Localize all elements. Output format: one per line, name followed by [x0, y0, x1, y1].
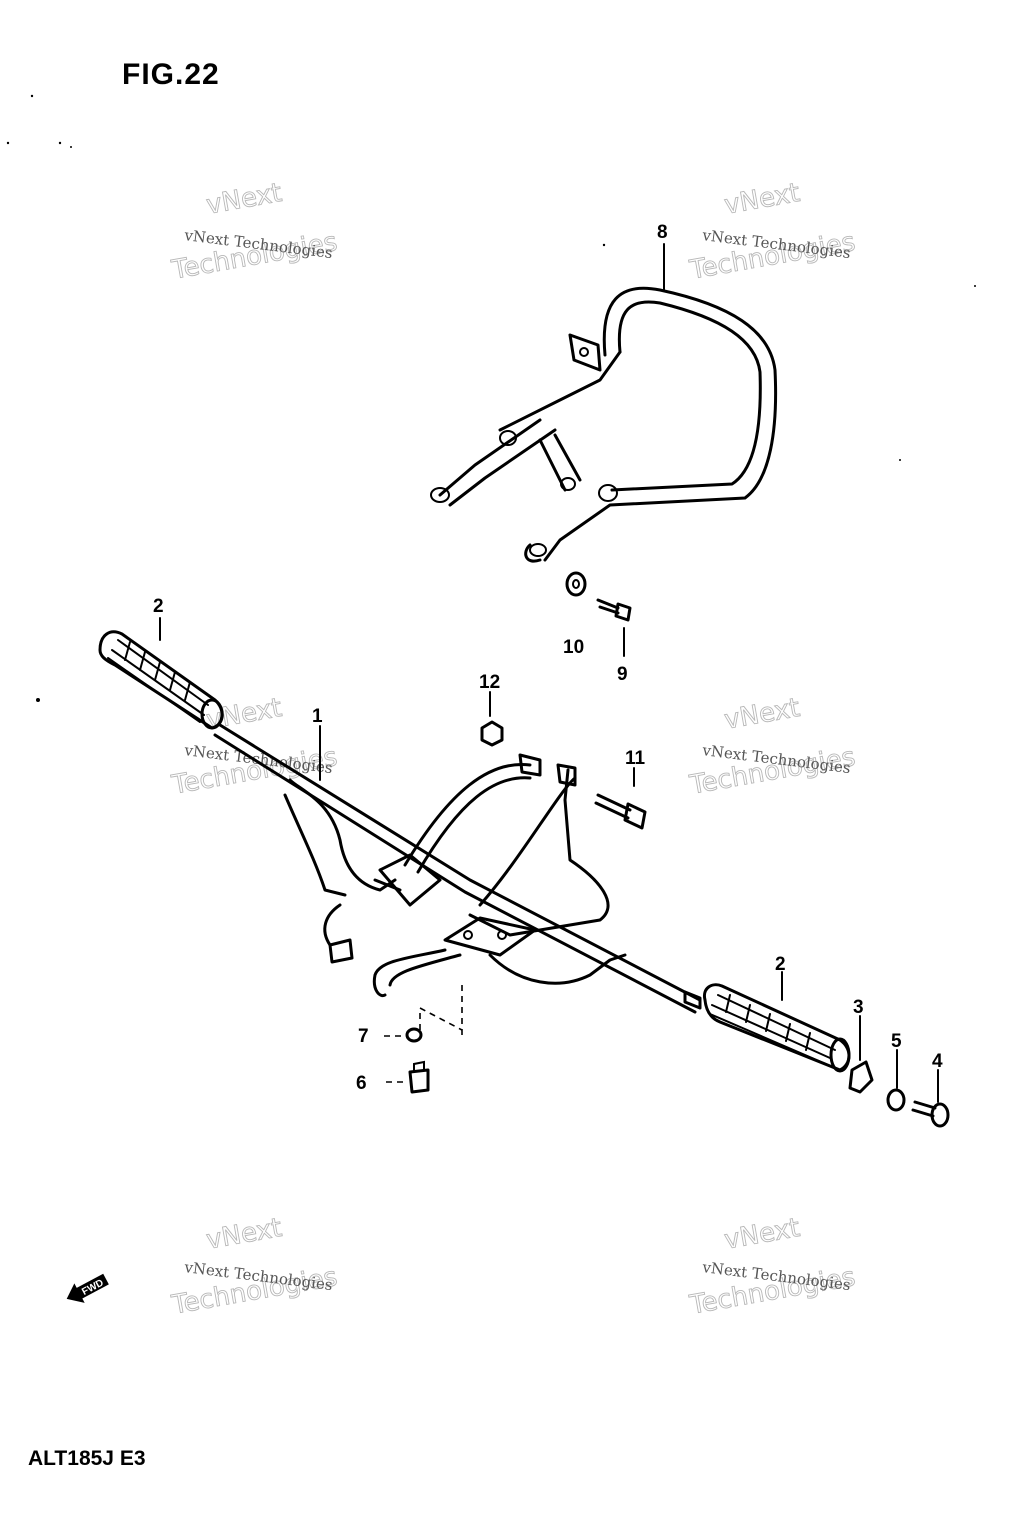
watermark-big-1: vNext	[722, 178, 802, 221]
scan-speckles	[6, 94, 976, 702]
callout-11: 11	[625, 748, 646, 769]
part-5-washer	[886, 1088, 906, 1112]
fwd-arrow-icon: FWD	[66, 1273, 109, 1303]
part-2-left-footpeg	[98, 630, 224, 730]
callout-3: 3	[853, 997, 864, 1018]
callout-7: 7	[358, 1026, 369, 1047]
model-code: ALT185J E3	[28, 1447, 146, 1470]
part-9-bolt	[596, 598, 632, 622]
part-7-washer	[405, 1027, 423, 1043]
leader-lines	[159, 243, 939, 1103]
watermark-big-1: vNext	[722, 693, 802, 736]
part-10-washer	[565, 571, 587, 597]
part-2-right-footpeg	[683, 983, 851, 1073]
callout-4: 4	[932, 1051, 943, 1072]
part-8-rear-bracket	[430, 286, 778, 563]
figure-title: FIG.22	[122, 58, 220, 91]
watermark-big-1: vNext	[204, 178, 284, 221]
callout-2-right: 2	[775, 954, 786, 975]
part-1-footrest-bracket	[213, 723, 702, 1014]
part-6-bolt	[408, 1060, 430, 1094]
callout-8: 8	[657, 222, 668, 243]
callout-2-left: 2	[153, 596, 164, 617]
watermark-big-1: vNext	[722, 1213, 802, 1256]
part-12-nut	[480, 720, 504, 747]
callout-12: 12	[479, 672, 500, 693]
callout-10: 10	[563, 637, 584, 658]
callout-6: 6	[356, 1073, 367, 1094]
part-4-bolt	[911, 1100, 950, 1128]
part-3-plate	[848, 1060, 874, 1094]
callout-1: 1	[312, 706, 323, 727]
assembly-lines	[384, 985, 463, 1083]
callout-labels: 1 2 2 3 4 5 6 7 8 9 10 11 12	[153, 222, 943, 1094]
fwd-label: FWD	[80, 1278, 105, 1298]
part-11-bolt	[594, 793, 647, 830]
callout-9: 9	[617, 664, 628, 685]
callout-5: 5	[891, 1031, 902, 1052]
watermark-big-1: vNext	[204, 1213, 284, 1256]
